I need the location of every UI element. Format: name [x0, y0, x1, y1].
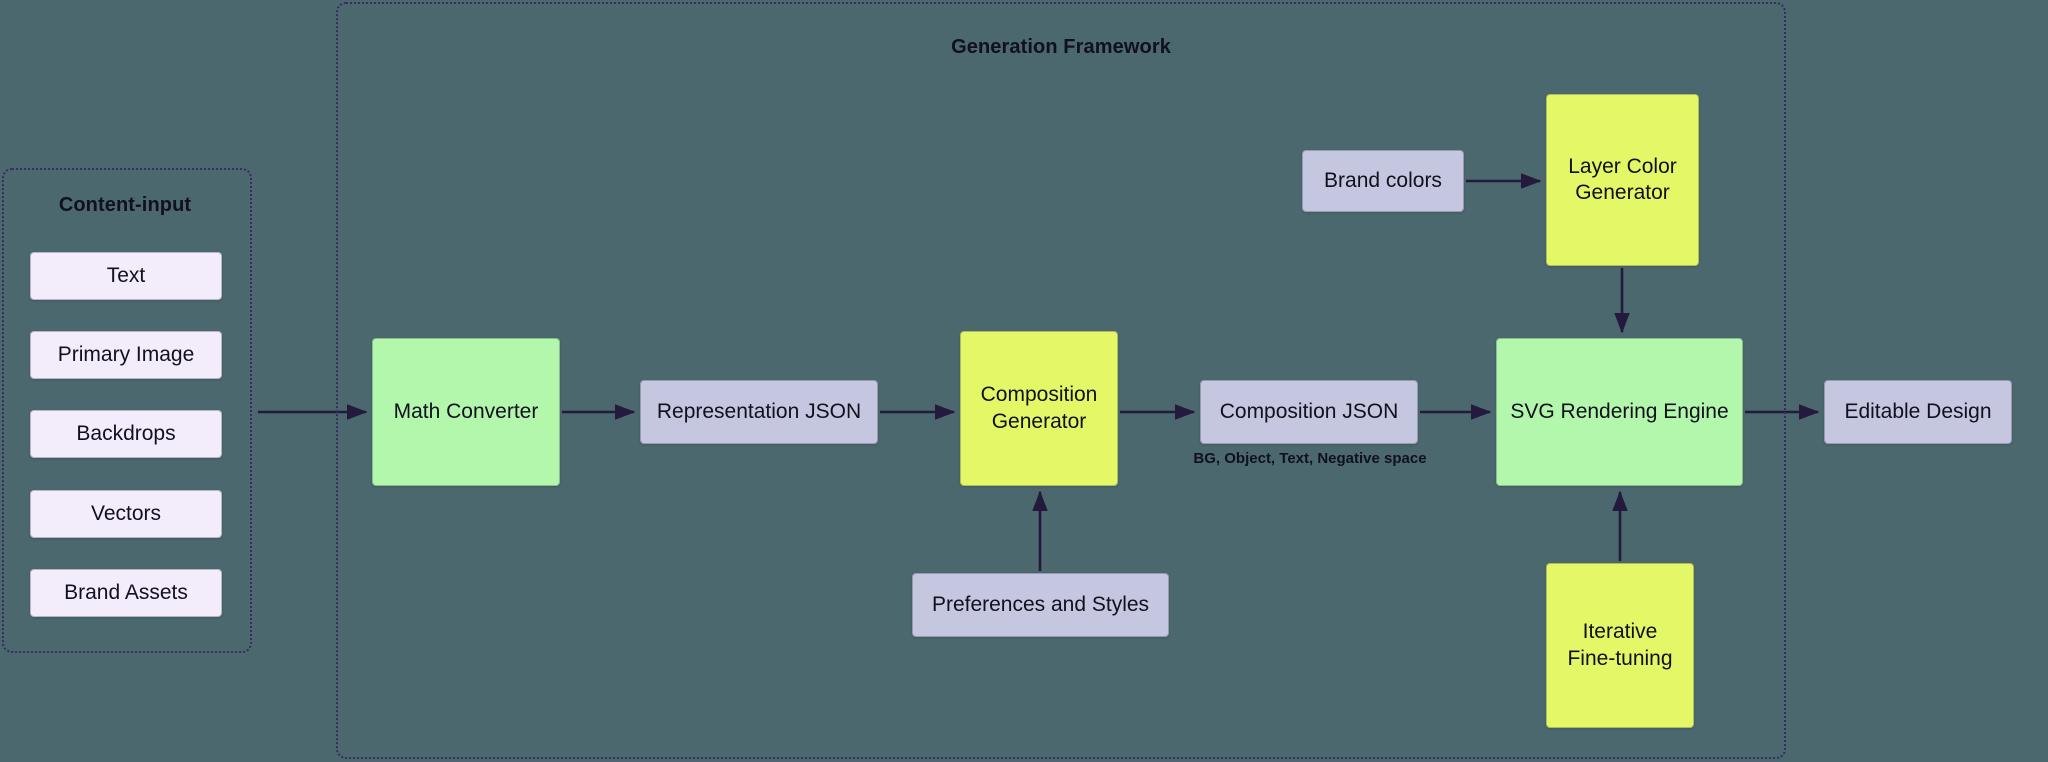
node-iterative-fine-tuning[interactable]: Iterative Fine-tuning: [1546, 563, 1694, 728]
node-composition-generator[interactable]: Composition Generator: [960, 331, 1118, 486]
composition-json-caption: BG, Object, Text, Negative space: [1193, 450, 1427, 467]
node-math-converter[interactable]: Math Converter: [372, 338, 560, 486]
content-input-group: [2, 168, 252, 653]
node-layer-color-generator[interactable]: Layer Color Generator: [1546, 94, 1699, 266]
node-representation-json[interactable]: Representation JSON: [640, 380, 878, 444]
content-input-item-text[interactable]: Text: [30, 252, 222, 300]
content-input-item-brand-assets[interactable]: Brand Assets: [30, 569, 222, 617]
content-input-item-vectors[interactable]: Vectors: [30, 490, 222, 538]
node-composition-json[interactable]: Composition JSON: [1200, 380, 1418, 444]
generation-framework-title: Generation Framework: [951, 36, 1171, 58]
generation-framework-group: [336, 2, 1786, 759]
node-editable-design[interactable]: Editable Design: [1824, 380, 2012, 444]
content-input-item-primary-image[interactable]: Primary Image: [30, 331, 222, 379]
content-input-item-backdrops[interactable]: Backdrops: [30, 410, 222, 458]
content-input-title: Content-input: [58, 194, 192, 216]
node-brand-colors[interactable]: Brand colors: [1302, 150, 1464, 212]
node-svg-rendering-engine[interactable]: SVG Rendering Engine: [1496, 338, 1743, 486]
node-preferences-and-styles[interactable]: Preferences and Styles: [912, 573, 1169, 637]
